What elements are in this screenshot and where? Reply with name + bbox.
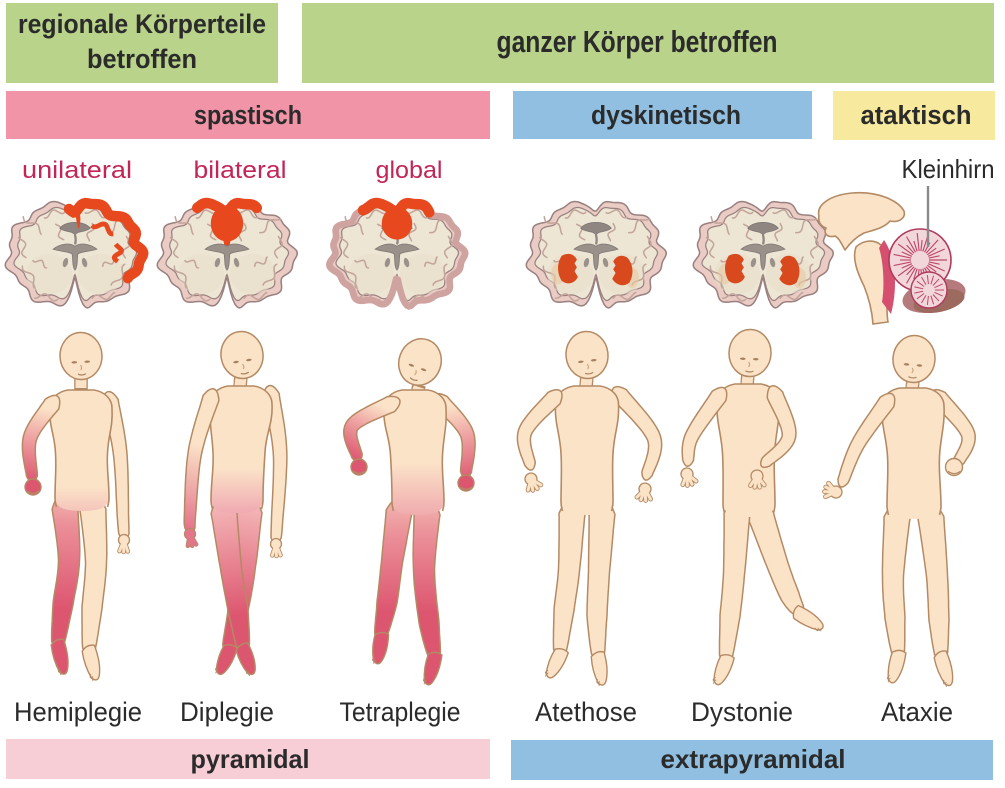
- svg-text:ganzer Körper betroffen: ganzer Körper betroffen: [497, 24, 778, 59]
- svg-text:pyramidal: pyramidal: [191, 744, 310, 774]
- svg-text:Hemiplegie: Hemiplegie: [14, 697, 142, 727]
- svg-text:dyskinetisch: dyskinetisch: [591, 102, 741, 130]
- svg-text:Ataxie: Ataxie: [881, 697, 953, 727]
- svg-text:Kleinhirn: Kleinhirn: [902, 154, 995, 184]
- svg-text:regionale Körperteile: regionale Körperteile: [18, 9, 266, 39]
- svg-text:spastisch: spastisch: [194, 102, 302, 130]
- svg-text:unilateral: unilateral: [22, 157, 132, 184]
- svg-text:betroffen: betroffen: [87, 44, 197, 74]
- svg-text:Dystonie: Dystonie: [691, 697, 793, 727]
- svg-text:extrapyramidal: extrapyramidal: [661, 744, 846, 774]
- svg-text:Tetraplegie: Tetraplegie: [340, 697, 461, 727]
- svg-text:Diplegie: Diplegie: [180, 697, 274, 727]
- svg-text:ataktisch: ataktisch: [861, 102, 972, 130]
- svg-text:global: global: [376, 157, 443, 184]
- svg-text:Atethose: Atethose: [535, 697, 637, 727]
- svg-text:bilateral: bilateral: [194, 157, 287, 184]
